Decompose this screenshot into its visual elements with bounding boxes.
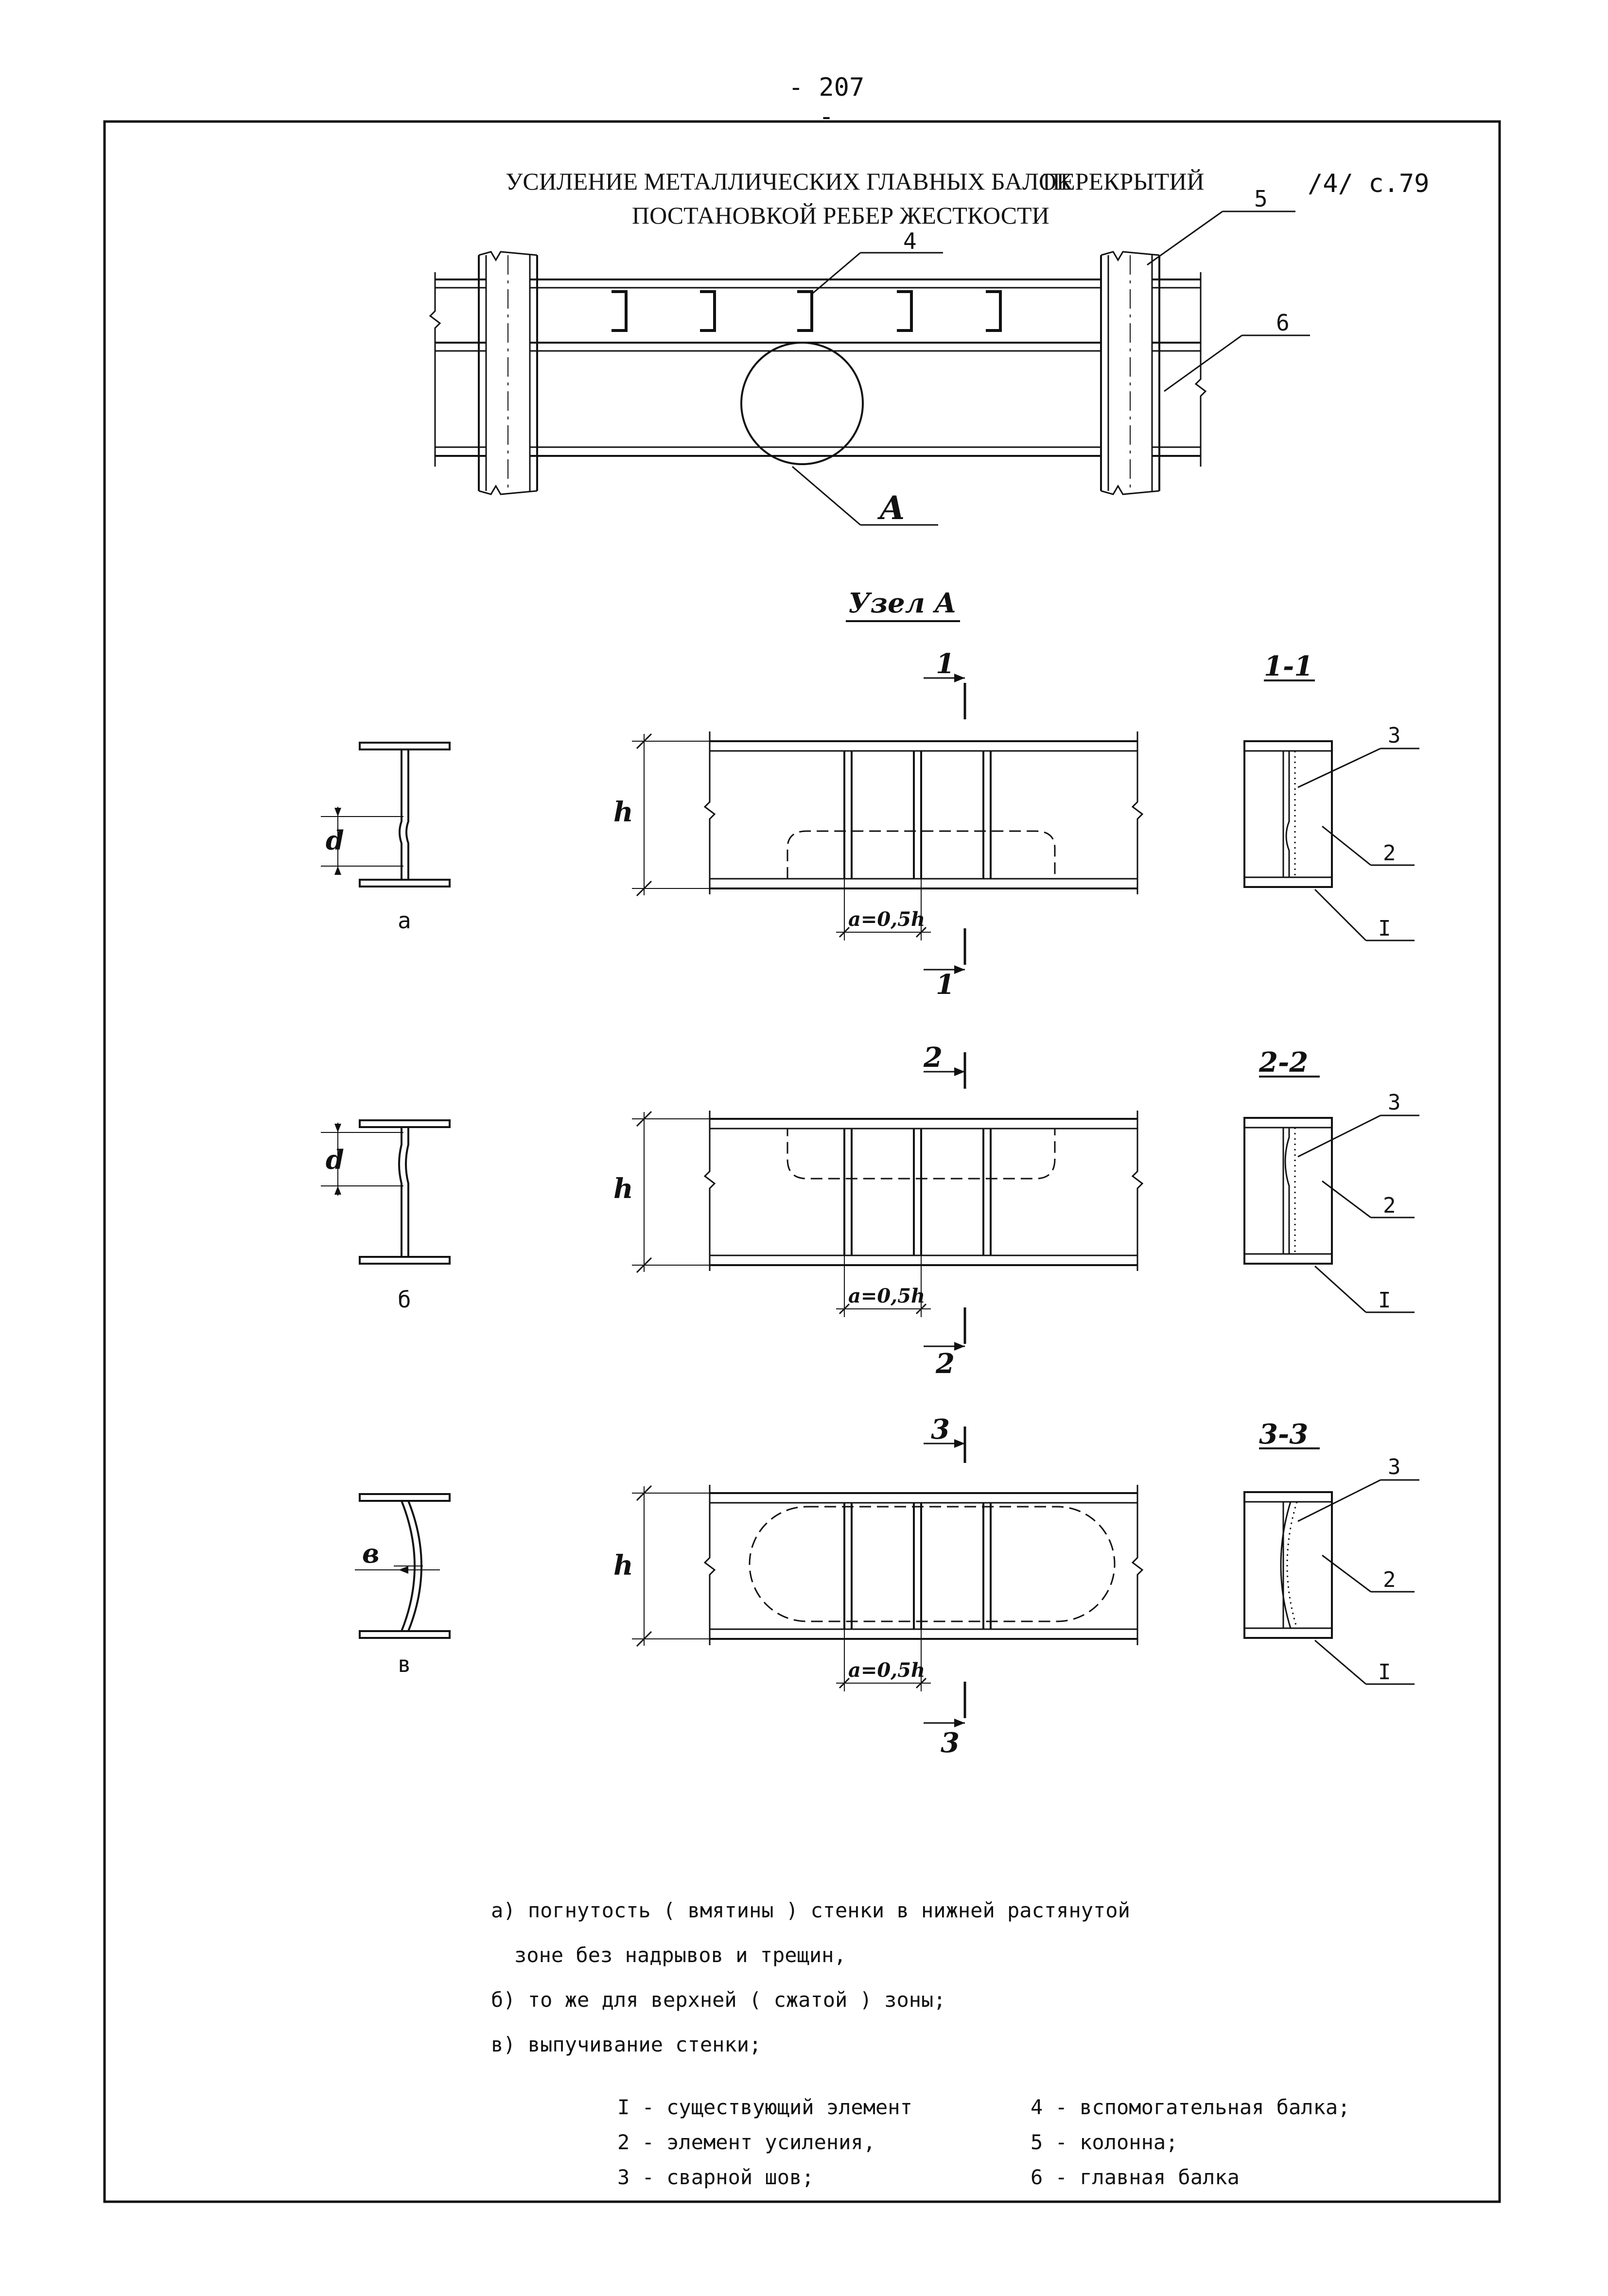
note-line: б) то же для верхней ( сжатой ) зоны; bbox=[491, 1988, 946, 2012]
case-v-section-view bbox=[1243, 1447, 1419, 1685]
case-b-deform-label: d bbox=[326, 1144, 344, 1175]
case-b-height-label: h bbox=[613, 1173, 633, 1205]
case-b-ibeam-section bbox=[321, 1119, 451, 1265]
case-a-letter: а bbox=[398, 907, 411, 934]
node-a-circle bbox=[740, 342, 864, 465]
case-b-letter: б bbox=[398, 1287, 411, 1313]
case-b-section-view bbox=[1243, 1076, 1419, 1313]
case-v-callout-reinf: 2 bbox=[1383, 1567, 1396, 1592]
legend-item: 3 - сварной шов; bbox=[617, 2165, 814, 2189]
case-b-dim-label: a=0,5h bbox=[848, 1285, 925, 1307]
case-a-callout-reinf: 2 bbox=[1383, 841, 1396, 866]
case-v-mark-bottom: 3 bbox=[941, 1727, 960, 1759]
node-title: Узел А bbox=[848, 587, 957, 619]
plan-leaders bbox=[792, 210, 1310, 526]
legend-item: I - существующий элемент bbox=[617, 2095, 912, 2119]
case-v-callout-weld: 3 bbox=[1388, 1455, 1401, 1479]
case-v-dim-label: a=0,5h bbox=[848, 1659, 925, 1682]
column-right bbox=[1100, 251, 1160, 495]
case-v-callout-exist: I bbox=[1378, 1660, 1391, 1685]
case-a-elevation bbox=[632, 674, 1144, 974]
callout-aux-beam: 4 bbox=[903, 228, 917, 254]
legend-item: 4 - вспомогательная балка; bbox=[1031, 2095, 1350, 2119]
legend-item: 5 - колонна; bbox=[1031, 2130, 1178, 2154]
case-a-ibeam-section bbox=[321, 742, 451, 887]
case-b bbox=[321, 1052, 1419, 1351]
case-v-elevation bbox=[632, 1426, 1144, 1727]
sheet-frame bbox=[103, 120, 1501, 2203]
aux-beams bbox=[612, 290, 1002, 332]
note-line: а) погнутость ( вмятины ) стенки в нижне… bbox=[491, 1898, 1130, 1922]
notes: а) погнутость ( вмятины ) стенки в нижне… bbox=[491, 1888, 1130, 2067]
title-line-2: ПОСТАНОВКОЙ РЕБЕР ЖЕСТКОСТИ bbox=[632, 202, 1049, 229]
case-b-callout-reinf: 2 bbox=[1383, 1193, 1396, 1218]
case-a-mark-bottom: 1 bbox=[936, 969, 955, 1001]
case-a-height-label: h bbox=[613, 796, 633, 828]
floor-plan bbox=[429, 210, 1310, 526]
note-line: зоне без надрывов и трещин, bbox=[514, 1943, 846, 1967]
case-a-callout-weld: 3 bbox=[1388, 723, 1401, 748]
case-v-mark-top: 3 bbox=[931, 1413, 950, 1445]
case-a-mark-top: 1 bbox=[936, 648, 955, 680]
case-b-callout-weld: 3 bbox=[1388, 1090, 1401, 1115]
case-b-mark-bottom: 2 bbox=[935, 1348, 955, 1380]
case-v-section-title: 3-3 bbox=[1259, 1418, 1308, 1450]
case-v-height-label: h bbox=[613, 1549, 633, 1582]
title-word-2: ПЕРЕКРЫТИЙ bbox=[1043, 168, 1205, 195]
reference-note: /4/ с.79 bbox=[1308, 169, 1429, 198]
drawing-title: УСИЛЕНИЕ МЕТАЛЛИЧЕСКИХ ГЛАВНЫХ БАЛОК ПЕР… bbox=[506, 168, 1429, 229]
title-line-1: УСИЛЕНИЕ МЕТАЛЛИЧЕСКИХ ГЛАВНЫХ БАЛОК bbox=[506, 168, 1073, 195]
case-a-dim-label: a=0,5h bbox=[848, 908, 925, 931]
case-v-deform-label: в bbox=[362, 1538, 379, 1569]
case-v-ibeam-section bbox=[355, 1493, 451, 1639]
callout-node: A bbox=[877, 489, 905, 527]
case-a-section-title: 1-1 bbox=[1264, 650, 1313, 682]
legend-right: 4 - вспомогательная балка; 5 - колонна; … bbox=[1031, 2090, 1350, 2195]
case-a-callout-exist: I bbox=[1378, 916, 1391, 941]
case-b-mark-top: 2 bbox=[923, 1042, 943, 1074]
legend-item: 2 - элемент усиления, bbox=[617, 2130, 876, 2154]
case-v bbox=[355, 1426, 1419, 1727]
page-number: - 207 - bbox=[788, 73, 865, 131]
case-b-callout-exist: I bbox=[1378, 1288, 1391, 1313]
case-a-section-view bbox=[1243, 679, 1419, 941]
callout-column: 5 bbox=[1254, 186, 1268, 212]
case-a bbox=[321, 674, 1419, 974]
legend-item: 6 - главная балка bbox=[1031, 2165, 1240, 2189]
case-a-deform-label: d bbox=[326, 825, 344, 856]
case-b-elevation bbox=[632, 1052, 1144, 1351]
column-left bbox=[478, 251, 538, 495]
note-line: в) выпучивание стенки; bbox=[491, 2033, 762, 2056]
callout-main-beam: 6 bbox=[1276, 310, 1290, 336]
case-b-section-title: 2-2 bbox=[1258, 1046, 1308, 1078]
legend-left: I - существующий элемент 2 - элемент уси… bbox=[617, 2090, 912, 2195]
case-v-letter: в bbox=[398, 1651, 411, 1677]
